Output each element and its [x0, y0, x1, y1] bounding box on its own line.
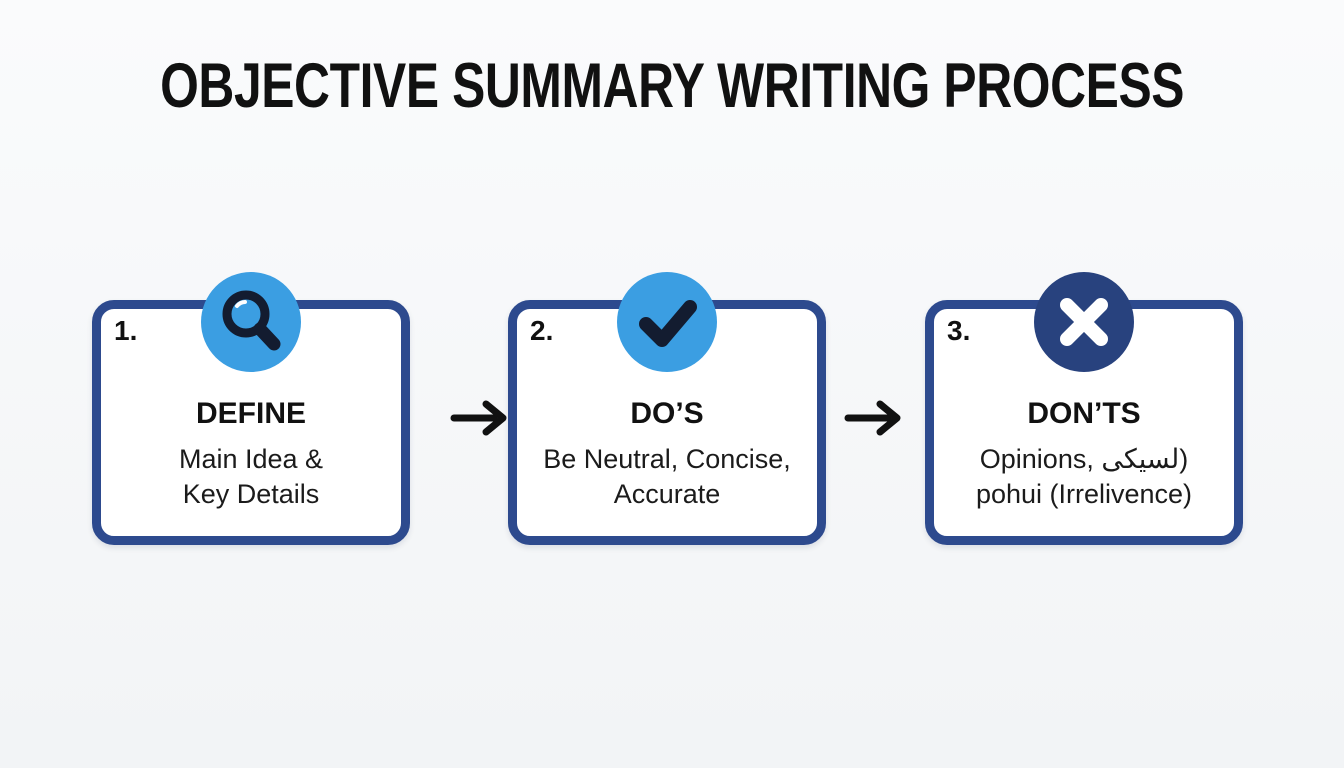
- step-description: Be Neutral, Concise, Accurate: [517, 442, 817, 512]
- step-description-line2: Key Details: [182, 479, 320, 509]
- title-bar: OBJECTIVE SUMMARY WRITING PROCESS: [0, 50, 1344, 122]
- magnifier-icon: [222, 290, 281, 351]
- right-arrow-icon: [844, 400, 901, 436]
- step-number: 2.: [530, 315, 554, 346]
- step-heading: DEFINE: [195, 397, 306, 430]
- x-icon: [1060, 298, 1108, 346]
- step-description: Opinions, لسيكى) pohui (Irrelivence): [934, 442, 1234, 512]
- step-description-line2: Accurate: [613, 479, 721, 509]
- step-description-line1: Main Idea &: [178, 444, 324, 474]
- step-description-line1: Opinions, لسيكى): [979, 444, 1189, 474]
- step-icon-circle: [201, 272, 301, 372]
- page-title: OBJECTIVE SUMMARY WRITING PROCESS: [160, 51, 1184, 121]
- process-step-card-define: 1. DEFINE Main Idea & Key Details: [92, 272, 410, 545]
- step-icon-circle: [617, 272, 717, 372]
- step-description-line2: pohui (Irrelivence): [975, 479, 1193, 509]
- right-arrow-icon: [450, 400, 507, 436]
- process-step-card-donts: 3. DON’TS Opinions, لسيكى) pohui (Irreli…: [925, 272, 1243, 545]
- step-icon-circle: [1034, 272, 1134, 372]
- step-heading: DO’S: [630, 397, 704, 430]
- step-heading: DON’TS: [1027, 397, 1141, 430]
- step-number: 3.: [947, 315, 971, 346]
- process-step-card-dos: 2. DO’S Be Neutral, Concise, Accurate: [508, 272, 826, 545]
- step-description-line1: Be Neutral, Concise,: [543, 444, 791, 474]
- checkmark-icon: [639, 300, 697, 347]
- step-number: 1.: [114, 315, 138, 346]
- step-description: Main Idea & Key Details: [101, 442, 401, 512]
